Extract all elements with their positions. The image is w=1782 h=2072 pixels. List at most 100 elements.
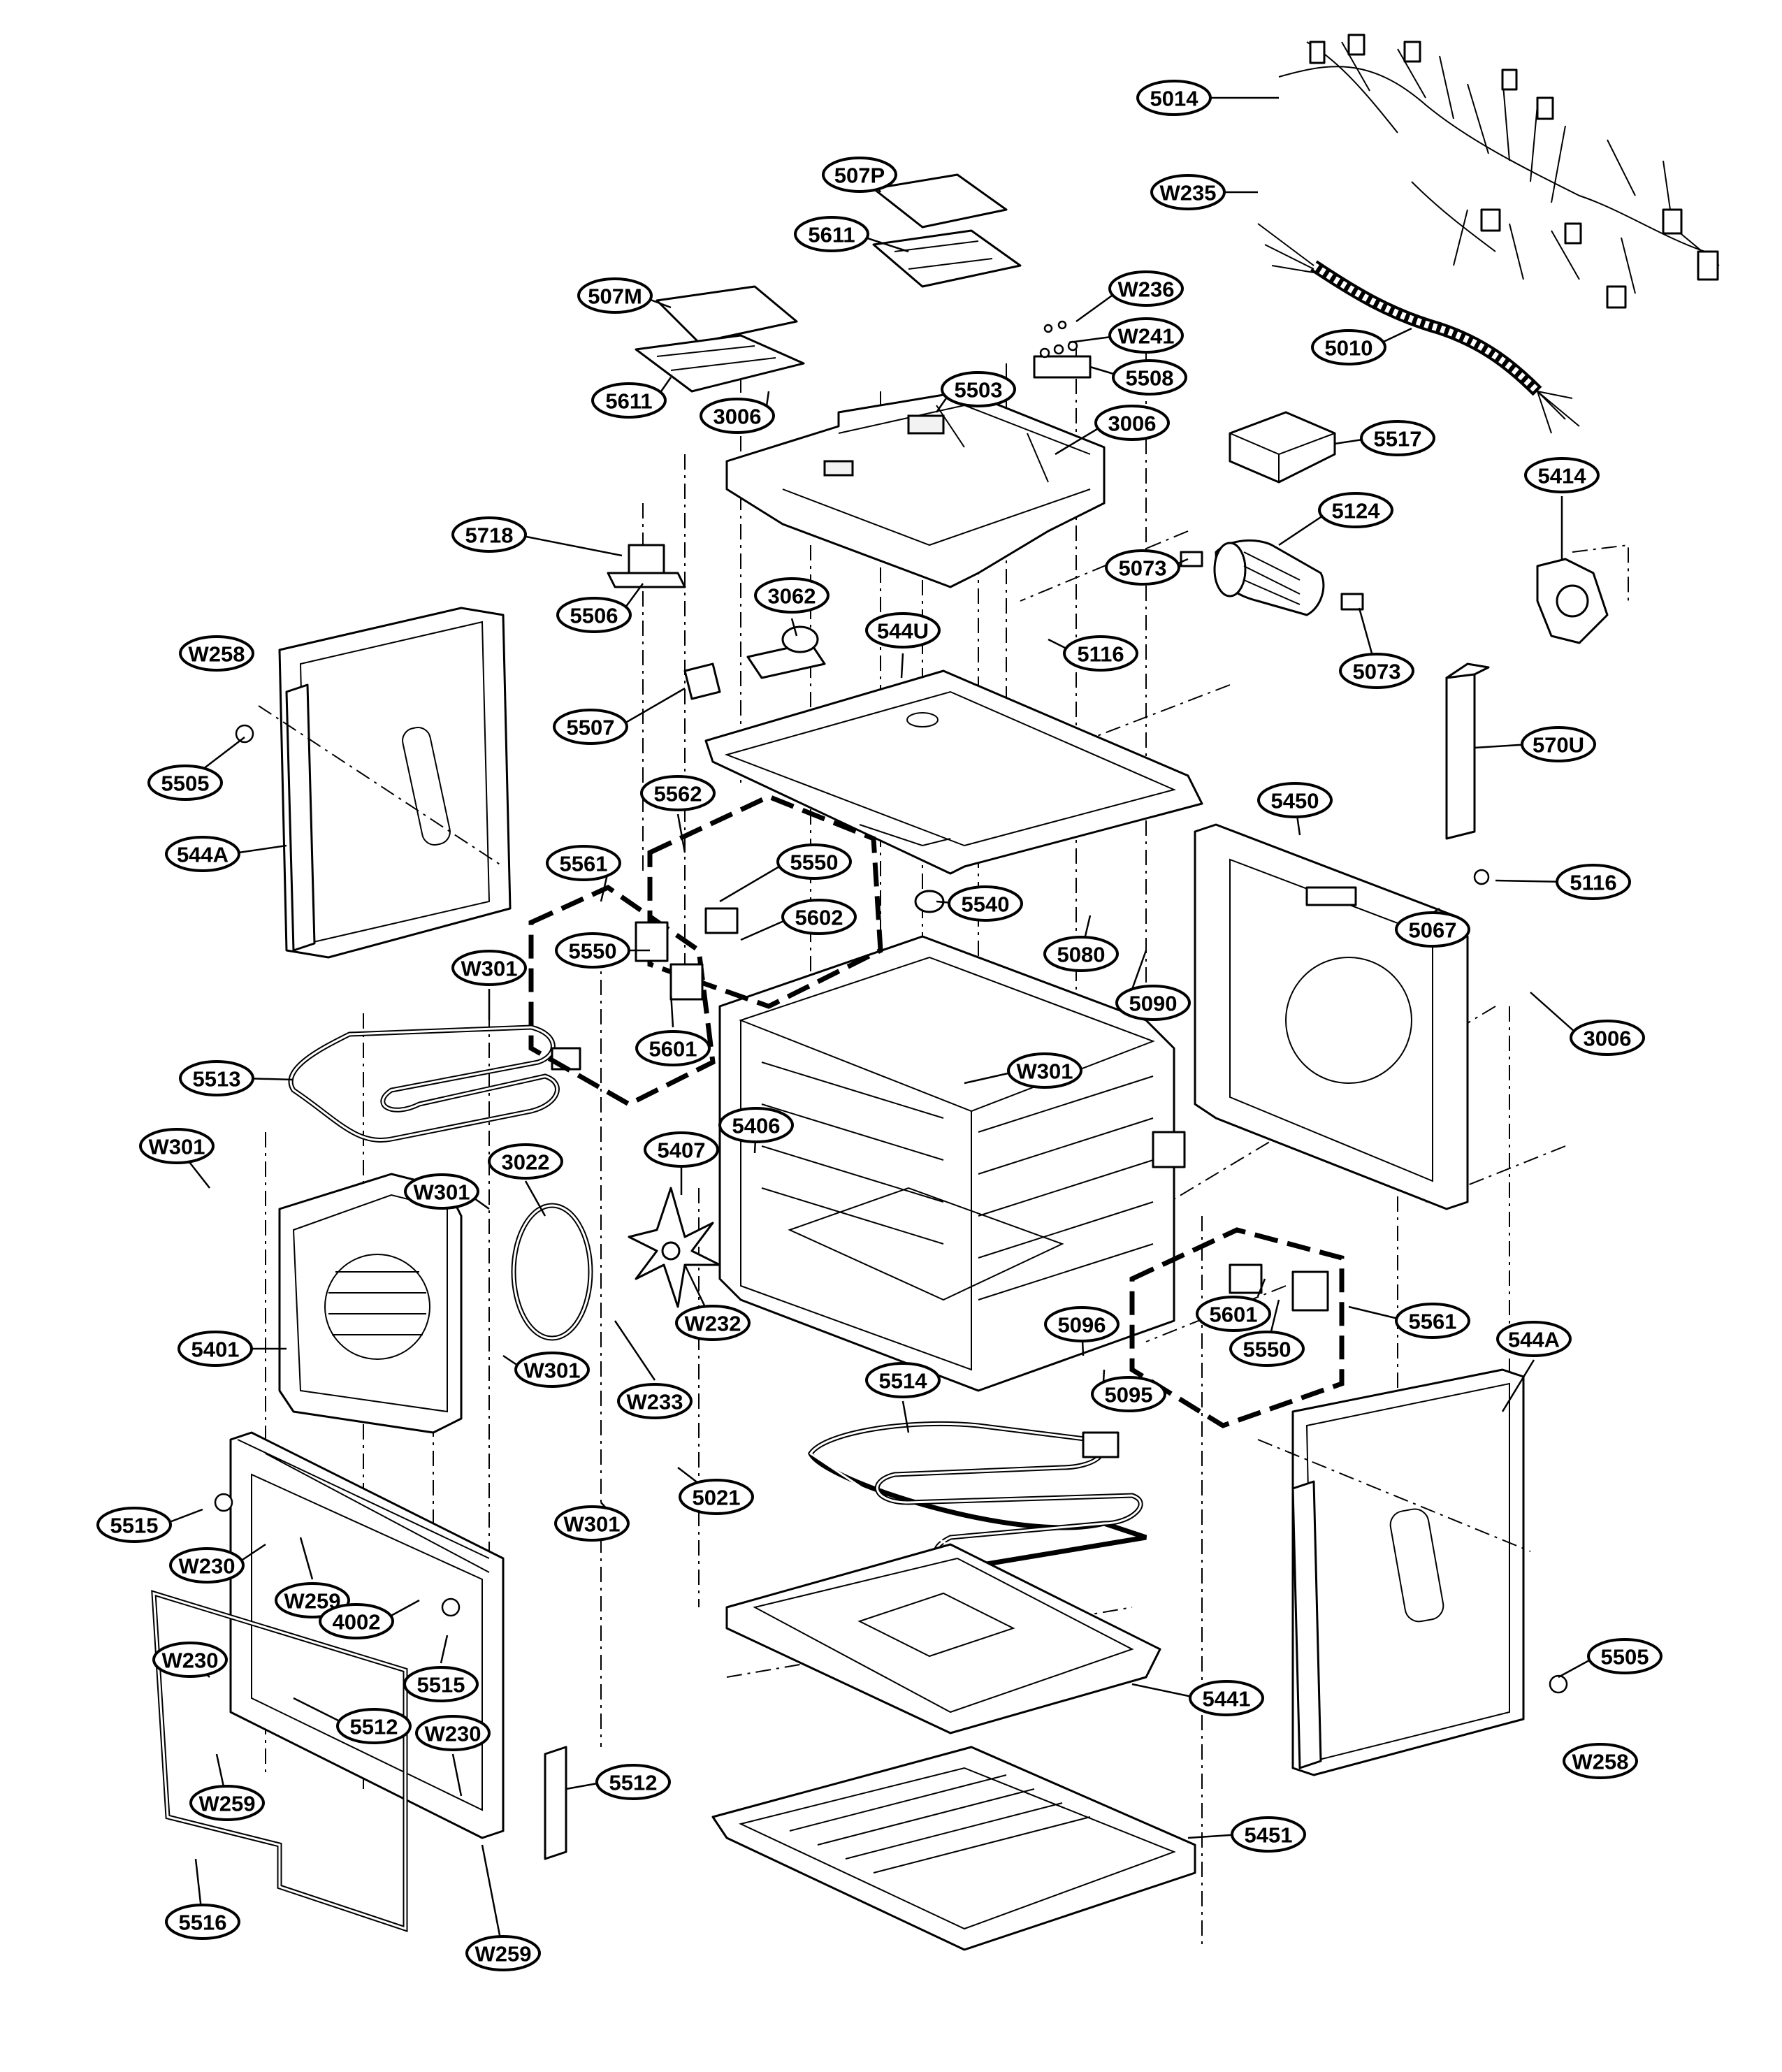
- callout-label: 5401: [191, 1338, 240, 1362]
- callout-label: 5512: [609, 1771, 658, 1795]
- callout-label: 5414: [1538, 464, 1587, 488]
- part-callout-5507: 5507: [553, 709, 628, 745]
- part-callout-w259: W259: [465, 1935, 541, 1971]
- part-callout-5517: 5517: [1360, 420, 1435, 456]
- callout-label: 5602: [795, 906, 843, 930]
- part-callout-5505: 5505: [147, 765, 223, 801]
- part-callout-5718: 5718: [451, 516, 527, 553]
- callout-label: 5080: [1057, 943, 1106, 967]
- callout-label: 507M: [588, 284, 642, 309]
- part-callout-5550: 5550: [776, 843, 852, 880]
- part-callout-w301: W301: [1007, 1052, 1082, 1089]
- callout-label: 5124: [1332, 499, 1381, 523]
- trim-strip-5512: [544, 1746, 567, 1860]
- callout-label: 5515: [110, 1514, 159, 1538]
- callout-label: 5512: [350, 1715, 398, 1739]
- part-callout-5562: 5562: [640, 775, 716, 811]
- callout-label: 5601: [1210, 1303, 1258, 1327]
- callout-label: 5562: [654, 782, 702, 806]
- callout-label: W235: [1160, 181, 1217, 205]
- callout-label: 5506: [570, 604, 618, 628]
- control-board-507p: [872, 173, 1022, 288]
- part-callout-3062: 3062: [754, 577, 830, 614]
- part-callout-w258: W258: [179, 635, 254, 672]
- callout-label: 5441: [1203, 1687, 1251, 1711]
- callout-label: W258: [189, 642, 245, 667]
- callout-label: 5407: [658, 1138, 706, 1163]
- thermostat-3062: [746, 625, 826, 679]
- part-callout-570u: 570U: [1521, 726, 1596, 762]
- callout-label: 5550: [790, 850, 839, 875]
- part-callout-5611: 5611: [794, 216, 869, 252]
- callout-label: 5406: [732, 1114, 781, 1138]
- part-callout-w241: W241: [1108, 317, 1184, 354]
- callout-label: W230: [425, 1722, 481, 1746]
- part-callout-3022: 3022: [488, 1143, 563, 1180]
- part-callout-w301: W301: [404, 1173, 479, 1210]
- part-callout-5540: 5540: [948, 885, 1023, 922]
- part-callout-5601: 5601: [1196, 1296, 1271, 1332]
- callout-label: 5014: [1150, 87, 1199, 111]
- bottom-panel-5451: [711, 1746, 1196, 1951]
- terminal-block-5508: [1033, 320, 1092, 379]
- part-callout-5441: 5441: [1189, 1680, 1264, 1716]
- part-callout-5014: 5014: [1136, 80, 1212, 116]
- callout-label: 5096: [1058, 1313, 1106, 1338]
- bracket-5507: [683, 662, 721, 700]
- part-callout-5561: 5561: [1395, 1303, 1470, 1339]
- part-callout-w233: W233: [617, 1383, 693, 1419]
- callout-label: 3062: [768, 584, 816, 609]
- part-callout-5506: 5506: [556, 597, 632, 633]
- part-callout-5513: 5513: [179, 1060, 254, 1096]
- transformer-5718: [607, 544, 686, 588]
- bracket-570u: [1445, 662, 1490, 840]
- part-callout-w232: W232: [675, 1305, 751, 1341]
- part-callout-5124: 5124: [1318, 492, 1393, 528]
- callout-label: W301: [414, 1180, 470, 1205]
- small-parts: [214, 724, 1568, 1694]
- callout-label: 3022: [502, 1150, 550, 1175]
- callout-label: 5451: [1245, 1823, 1293, 1848]
- callout-label: 5561: [1409, 1310, 1457, 1334]
- part-callout-5512: 5512: [336, 1708, 412, 1744]
- callout-label: 5116: [1570, 871, 1616, 895]
- part-callout-5067: 5067: [1395, 911, 1470, 948]
- callout-label: 5561: [560, 852, 608, 876]
- part-callout-5515: 5515: [403, 1666, 479, 1702]
- bake-element-5514: [807, 1421, 1147, 1568]
- callout-label: 3006: [1108, 412, 1157, 436]
- callout-label: W259: [199, 1792, 256, 1816]
- callout-label: 3006: [713, 405, 762, 429]
- part-callout-5073: 5073: [1339, 653, 1414, 689]
- part-callout-w259: W259: [189, 1785, 265, 1821]
- callout-label: 5611: [808, 223, 855, 247]
- part-callout-5503: 5503: [941, 371, 1016, 407]
- callout-label: 5508: [1126, 366, 1174, 391]
- callout-label: W236: [1118, 277, 1175, 302]
- callout-label: W301: [149, 1135, 205, 1159]
- part-callout-5401: 5401: [178, 1331, 253, 1367]
- callout-label: 5514: [879, 1369, 928, 1393]
- part-callout-w301: W301: [451, 950, 527, 986]
- part-callout-5407: 5407: [644, 1131, 719, 1168]
- convection-fan-5407: [628, 1187, 721, 1308]
- part-callout-w301: W301: [554, 1505, 630, 1542]
- oven-cavity: [718, 935, 1186, 1392]
- part-callout-4002: 4002: [319, 1603, 394, 1639]
- callout-label: 5540: [962, 892, 1010, 917]
- part-callout-3006: 3006: [1094, 405, 1170, 441]
- callout-label: 5550: [1243, 1338, 1291, 1362]
- part-callout-5601: 5601: [635, 1030, 711, 1066]
- top-cover-544u: [704, 669, 1203, 875]
- callout-label: 5516: [179, 1911, 227, 1935]
- part-callout-5095: 5095: [1091, 1376, 1166, 1412]
- part-callout-w230: W230: [152, 1642, 228, 1678]
- part-callout-5611: 5611: [591, 382, 667, 419]
- part-callout-5010: 5010: [1311, 329, 1386, 365]
- callout-label: W232: [685, 1312, 741, 1336]
- part-callout-5514: 5514: [865, 1362, 941, 1398]
- part-callout-5451: 5451: [1231, 1816, 1306, 1853]
- part-callout-w258: W258: [1563, 1743, 1638, 1779]
- callout-label: 5505: [161, 771, 210, 796]
